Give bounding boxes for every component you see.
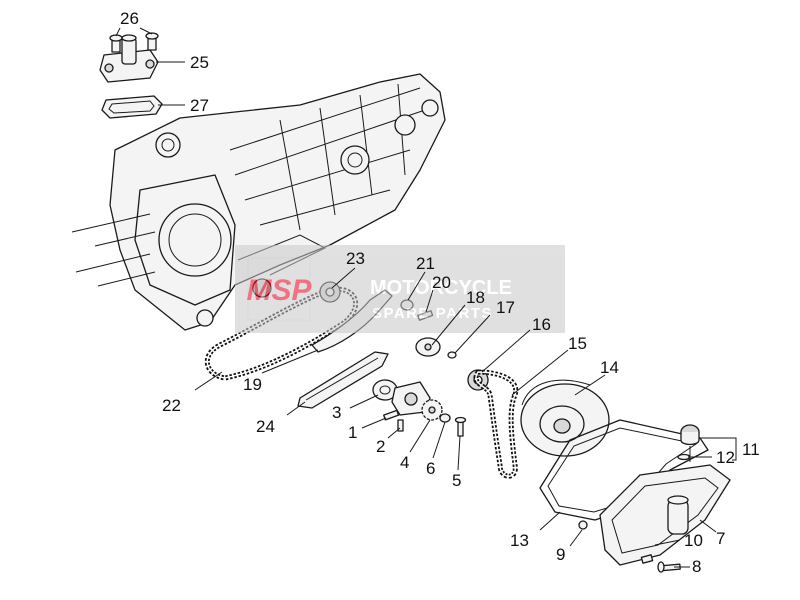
- callout-3[interactable]: 3: [332, 403, 341, 422]
- screw-1[interactable]: [383, 409, 400, 421]
- tensioner-gasket[interactable]: [101, 95, 163, 119]
- watermark-badge: MSP: [246, 274, 312, 307]
- tensioner-bolts[interactable]: [109, 32, 159, 53]
- callout-14[interactable]: 14: [600, 358, 619, 377]
- callout-19[interactable]: 19: [243, 375, 262, 394]
- callout-24[interactable]: 24: [256, 417, 275, 436]
- callout-4[interactable]: 4: [400, 453, 409, 472]
- chain-guide-24[interactable]: [297, 351, 389, 409]
- sump-gasket-13[interactable]: [539, 419, 709, 521]
- callout-1[interactable]: 1: [348, 423, 357, 442]
- screw-5[interactable]: [454, 416, 467, 437]
- crankcase: [109, 73, 446, 331]
- washer-10[interactable]: [640, 554, 654, 564]
- watermark-brand-line2: SPARE PARTS: [372, 305, 493, 322]
- pump-gear-4[interactable]: [421, 399, 443, 421]
- plug-9[interactable]: [578, 520, 588, 530]
- pump-chain-15[interactable]: [473, 369, 519, 479]
- washer-6[interactable]: [439, 413, 451, 423]
- callout-18[interactable]: 18: [466, 288, 485, 307]
- callout-2[interactable]: 2: [376, 437, 385, 456]
- callout-15[interactable]: 15: [568, 334, 587, 353]
- callout-5[interactable]: 5: [452, 471, 461, 490]
- watermark-brand-line1: MOTORCYCLE: [370, 277, 512, 299]
- cylinder-studs: [71, 213, 156, 287]
- callout-23[interactable]: 23: [346, 249, 365, 268]
- oil-sump-7[interactable]: [599, 464, 731, 566]
- leader-lines: [115, 27, 737, 568]
- callout-10[interactable]: 10: [684, 531, 703, 550]
- callout-26[interactable]: 26: [120, 9, 139, 28]
- screw-2[interactable]: [397, 419, 404, 432]
- callout-20[interactable]: 20: [432, 273, 451, 292]
- callout-11[interactable]: 11: [742, 440, 760, 459]
- dowel-17[interactable]: [447, 351, 457, 359]
- chain-tensioner[interactable]: [99, 34, 159, 83]
- callout-9[interactable]: 9: [556, 545, 565, 564]
- callout-12[interactable]: 12: [716, 448, 735, 467]
- callout-21[interactable]: 21: [416, 254, 435, 273]
- callout-13[interactable]: 13: [510, 531, 529, 550]
- callout-22[interactable]: 22: [162, 396, 181, 415]
- callout-16[interactable]: 16: [532, 315, 551, 334]
- callout-labels: 26 25 27 23 21 20 18 17 16 15 14 22 19 2…: [120, 9, 760, 576]
- callout-27[interactable]: 27: [190, 96, 209, 115]
- watermark: MSP MOTORCYCLE SPARE PARTS: [235, 245, 565, 333]
- callout-8[interactable]: 8: [692, 557, 701, 576]
- callout-7[interactable]: 7: [716, 529, 725, 548]
- callout-25[interactable]: 25: [190, 53, 209, 72]
- callout-6[interactable]: 6: [426, 459, 435, 478]
- pump-cover-plate-14[interactable]: [520, 379, 610, 457]
- oil-filler-cap-11[interactable]: [680, 424, 700, 462]
- callout-17[interactable]: 17: [496, 298, 515, 317]
- pump-cover-18[interactable]: [415, 337, 441, 357]
